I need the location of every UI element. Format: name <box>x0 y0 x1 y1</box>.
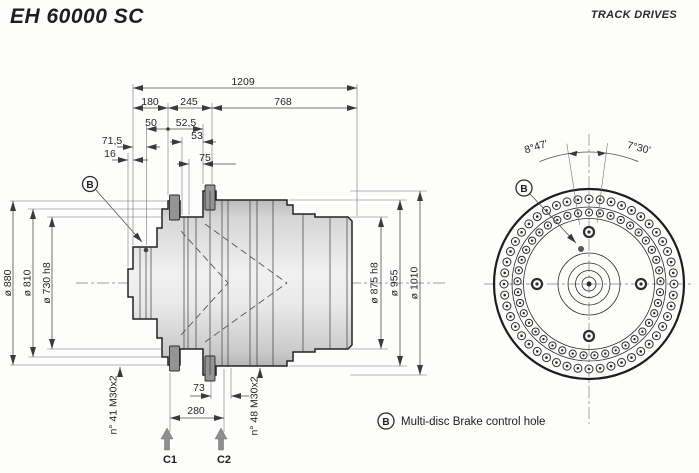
hub-circle-2 <box>575 270 603 298</box>
dim-dia-730: ø 730 h8 <box>41 262 53 304</box>
legend-symbol: B <box>382 417 389 428</box>
balloon-leader-side <box>95 189 143 243</box>
series-label: TRACK DRIVES <box>590 9 677 21</box>
bottom-dimensions: 73 280 n° 41 M30x2 n° 48 M30x2 C1 C2 <box>108 367 263 466</box>
balloon-b-front <box>515 179 533 197</box>
dim-75: 75 <box>199 152 211 164</box>
dim-53: 53 <box>191 130 203 142</box>
side-view: B <box>76 175 447 382</box>
port-c2-label: C2 <box>217 454 231 466</box>
page-title: EH 60000 SC <box>10 5 144 28</box>
dim-dia-810: ø 810 <box>22 269 34 296</box>
dim-dia-875: ø 875 h8 <box>369 262 381 304</box>
dim-overall: 1209 <box>231 76 255 88</box>
port-c2: C2 <box>214 427 231 466</box>
port-c2-arrow <box>214 427 228 451</box>
pilot-holes <box>530 225 648 343</box>
balloon-b-front-label: B <box>520 184 527 195</box>
dim-73: 73 <box>193 382 205 394</box>
port-c1-arrow <box>160 427 174 451</box>
bolt-spec-right: n° 48 M30x2 <box>249 376 261 435</box>
dim-dia-1010: ø 1010 <box>409 267 421 300</box>
right-diameter-dimensions: ø 875 h8 ø 955 ø 1010 <box>289 190 427 376</box>
brake-control-hole-front <box>578 246 584 252</box>
dim-16: 16 <box>104 148 116 160</box>
dim-180: 180 <box>141 96 159 108</box>
balloon-leader-front <box>529 193 577 244</box>
brake-control-hole-side <box>143 247 149 253</box>
left-diameter-dimensions: ø 880 ø 810 ø 730 h8 <box>2 200 167 366</box>
flange-circle-3 <box>523 218 655 350</box>
flange-circle-2 <box>511 206 667 362</box>
flange-outer-circle <box>492 187 686 381</box>
inner-bolt-ring <box>513 208 665 360</box>
bolt-spec-left: n° 41 M30x2 <box>108 375 120 434</box>
front-view: 8°47' 7°30' B <box>484 134 694 424</box>
hub-circle-3 <box>581 276 597 292</box>
dim-245: 245 <box>180 96 198 108</box>
legend-balloon <box>377 412 395 430</box>
hidden-gear-lines <box>180 223 288 343</box>
balloon-b-side <box>81 175 99 193</box>
legend-text: Multi-disc Brake control hole <box>401 416 545 428</box>
angle-right-label: 7°30' <box>626 139 652 156</box>
top-dimensions: 1209 180 245 768 50 52,5 53 71,5 16 75 <box>102 76 358 267</box>
dim-768: 768 <box>274 96 292 108</box>
outer-bolt-ring <box>499 194 679 374</box>
flange1-stud-bottom <box>169 345 180 372</box>
balloon-b-side-label: B <box>86 180 93 191</box>
port-c1-label: C1 <box>163 454 177 466</box>
dim-52-5: 52,5 <box>176 117 197 129</box>
legend: B Multi-disc Brake control hole <box>377 412 545 430</box>
dim-dia-955: ø 955 <box>389 269 401 296</box>
gearbox-profile <box>127 190 353 376</box>
flange-circle-4 <box>557 252 621 316</box>
hub-circle-1 <box>567 262 611 306</box>
dim-50: 50 <box>145 117 157 129</box>
dim-280: 280 <box>187 405 205 417</box>
dim-71-5: 71,5 <box>102 135 123 147</box>
angle-left-label: 8°47' <box>523 138 549 156</box>
port-c1: C1 <box>160 427 177 466</box>
section-lines <box>139 191 348 375</box>
hub-center <box>586 281 592 287</box>
dim-dia-880: ø 880 <box>2 269 14 296</box>
flange1-stud-top <box>169 194 180 221</box>
